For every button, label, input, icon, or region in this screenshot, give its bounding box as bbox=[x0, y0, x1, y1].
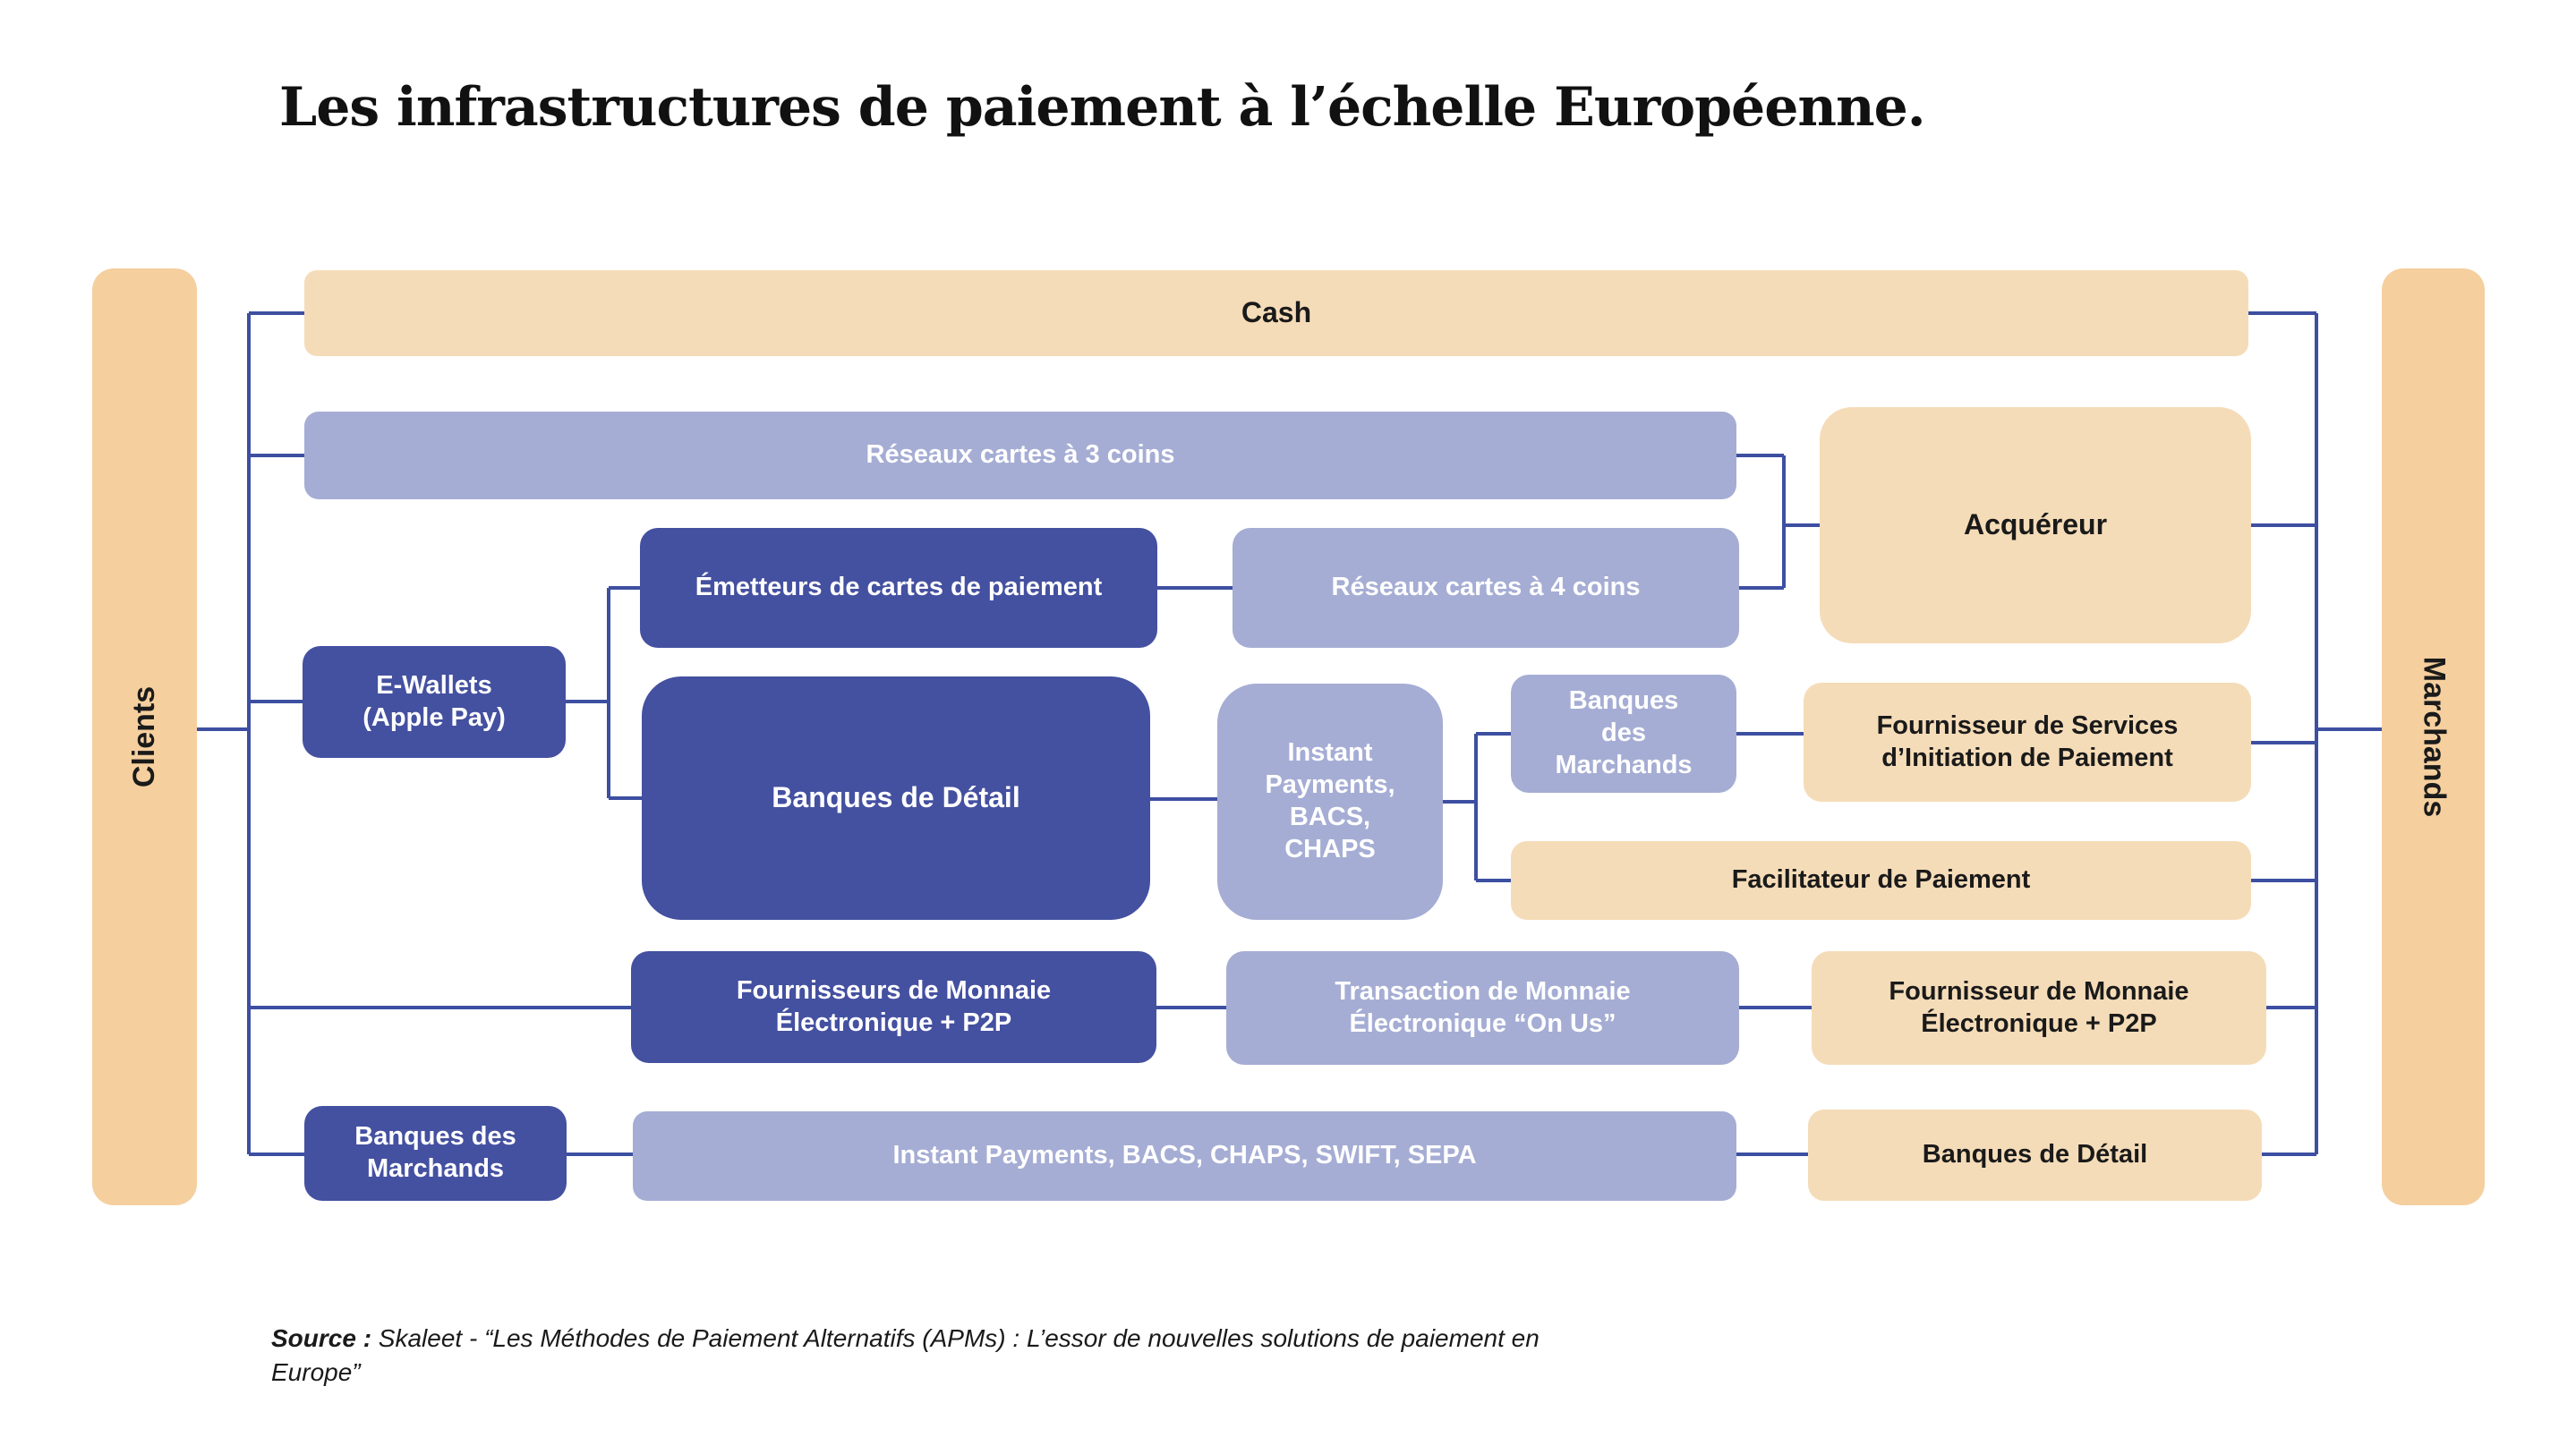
node-reseaux-4-coins: Réseaux cartes à 4 coins bbox=[1233, 528, 1739, 648]
node-reseaux-3-coins: Réseaux cartes à 3 coins bbox=[304, 412, 1736, 499]
connector bbox=[609, 586, 640, 590]
connector bbox=[2251, 741, 2316, 744]
source-note: Source : Skaleet - “Les Méthodes de Paie… bbox=[271, 1322, 1569, 1390]
connector bbox=[1476, 879, 1511, 882]
node-acquereur: Acquéreur bbox=[1820, 407, 2251, 643]
node-fournisseur-services-initiation: Fournisseur de Services d’Initiation de … bbox=[1804, 683, 2251, 802]
node-banques-marchands-mid: Banques des Marchands bbox=[1511, 675, 1736, 793]
connector bbox=[2251, 523, 2316, 527]
clients-label: Clients bbox=[126, 685, 161, 788]
node-banques-detail: Banques de Détail bbox=[642, 676, 1150, 920]
connector bbox=[2251, 879, 2316, 882]
connector bbox=[1784, 523, 1820, 527]
connector bbox=[1157, 586, 1233, 590]
connector bbox=[249, 454, 304, 457]
node-instant-swift-sepa: Instant Payments, BACS, CHAPS, SWIFT, SE… bbox=[633, 1111, 1736, 1201]
clients-bar: Clients bbox=[92, 268, 197, 1205]
node-ewallets: E-Wallets (Apple Pay) bbox=[303, 646, 566, 758]
connector bbox=[609, 796, 642, 800]
marchands-label: Marchands bbox=[2417, 656, 2451, 818]
connector bbox=[2248, 311, 2316, 315]
page-title: Les infrastructures de paiement à l’éche… bbox=[279, 76, 1926, 139]
connector-clients bbox=[197, 727, 249, 731]
connector bbox=[1156, 1006, 1226, 1009]
node-cash: Cash bbox=[304, 270, 2248, 356]
marchands-bar: Marchands bbox=[2382, 268, 2485, 1205]
connector bbox=[1736, 1153, 1808, 1156]
connector bbox=[566, 700, 609, 703]
node-banques-detail-bottom: Banques de Détail bbox=[1808, 1110, 2262, 1201]
connector bbox=[1443, 800, 1476, 804]
connector bbox=[249, 1153, 304, 1156]
node-fournisseurs-monnaie-electronique: Fournisseurs de Monnaie Électronique + P… bbox=[631, 951, 1156, 1063]
node-facilitateur-paiement: Facilitateur de Paiement bbox=[1511, 841, 2251, 920]
node-transaction-on-us: Transaction de Monnaie Électronique “On … bbox=[1226, 951, 1739, 1065]
connector bbox=[1739, 586, 1784, 590]
node-instant-payments: Instant Payments, BACS, CHAPS bbox=[1217, 684, 1443, 920]
connector bbox=[1736, 732, 1804, 736]
node-fournisseur-monnaie-p2p: Fournisseur de Monnaie Électronique + P2… bbox=[1812, 951, 2266, 1065]
connector-right-trunk bbox=[2315, 313, 2318, 1154]
connector-branch bbox=[1474, 734, 1478, 880]
connector bbox=[2266, 1006, 2316, 1009]
connector bbox=[1739, 1006, 1812, 1009]
source-label: Source : bbox=[271, 1324, 372, 1352]
connector bbox=[249, 1006, 631, 1009]
connector-branch bbox=[607, 588, 610, 798]
connector-left-trunk bbox=[247, 313, 251, 1154]
connector bbox=[2262, 1153, 2316, 1156]
connector bbox=[567, 1153, 633, 1156]
node-emetteurs-cartes: Émetteurs de cartes de paiement bbox=[640, 528, 1157, 648]
connector-branch bbox=[1782, 455, 1786, 588]
connector bbox=[1476, 732, 1511, 736]
source-text: Skaleet - “Les Méthodes de Paiement Alte… bbox=[271, 1324, 1540, 1386]
node-banques-marchands-bottom: Banques des Marchands bbox=[304, 1106, 567, 1201]
connector bbox=[249, 311, 304, 315]
connector bbox=[1150, 797, 1217, 801]
connector bbox=[1736, 454, 1784, 457]
connector bbox=[249, 700, 303, 703]
connector-marchands bbox=[2316, 727, 2382, 731]
